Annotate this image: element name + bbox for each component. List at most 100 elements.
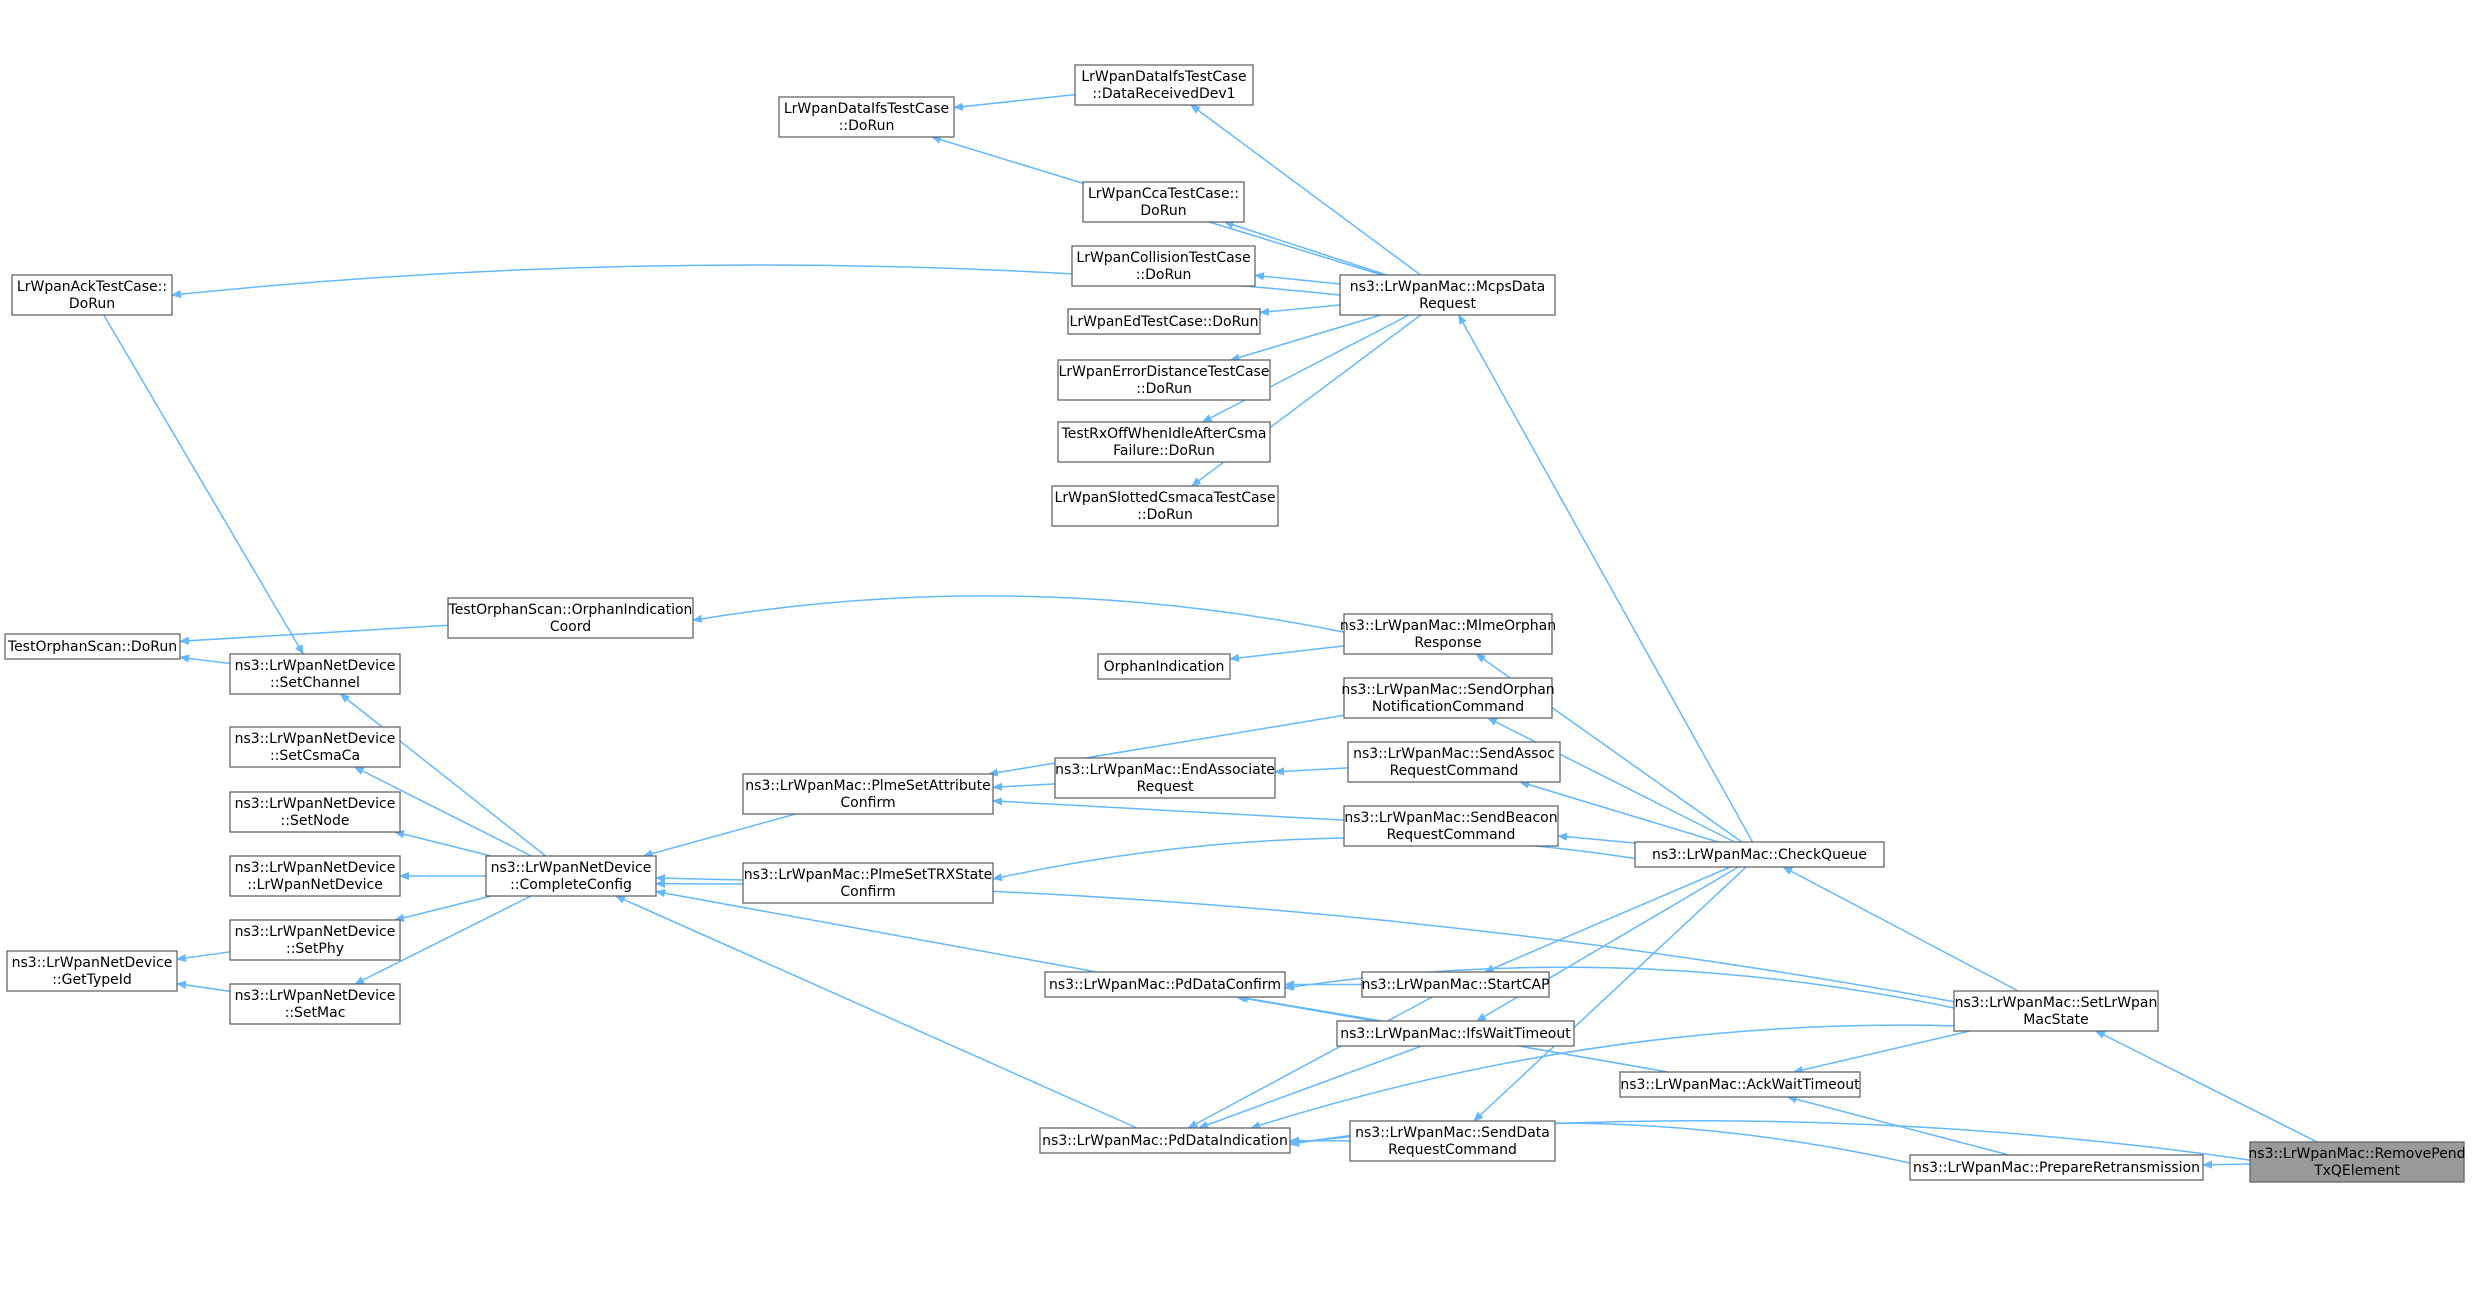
node-label: ns3::LrWpanMac::SendAssoc <box>1353 746 1555 762</box>
node-label: LrWpanDataIfsTestCase <box>784 101 949 117</box>
node-label: Request <box>1419 296 1476 312</box>
node-NetDeviceCtor[interactable]: ns3::LrWpanNetDevice::LrWpanNetDevice <box>229 855 401 897</box>
node-label: LrWpanCcaTestCase:: <box>1088 186 1239 202</box>
edge-StartCAP-to-PdDataIndication <box>1188 996 1433 1129</box>
edge-SetChannel-to-OrphanScanDoRun <box>180 657 231 665</box>
node-label: RequestCommand <box>1390 763 1519 779</box>
edge-McpsDataRequest-to-EdDoRun <box>1260 304 1341 312</box>
edge-AckTestDoRun-to-SetChannel <box>103 314 304 654</box>
node-box <box>1343 613 1553 655</box>
edge-McpsDataRequest-to-DataIfsRecv <box>1191 105 1421 276</box>
node-label: ::SetPhy <box>286 941 344 957</box>
node-CheckQueue[interactable]: ns3::LrWpanMac::CheckQueue <box>1634 841 1885 868</box>
node-CollisionDoRun[interactable]: LrWpanCollisionTestCase::DoRun <box>1071 245 1256 287</box>
node-SetMac[interactable]: ns3::LrWpanNetDevice::SetMac <box>229 983 401 1025</box>
edge-CheckQueue-to-SendBeaconReq <box>1558 836 1636 844</box>
node-box <box>229 983 401 1025</box>
node-PdDataIndication[interactable]: ns3::LrWpanMac::PdDataIndication <box>1039 1127 1291 1154</box>
edge-McpsDataRequest-to-SlottedDoRun <box>1192 314 1422 486</box>
node-OrphanScanDoRun[interactable]: TestOrphanScan::DoRun <box>4 633 181 660</box>
node-PdDataConfirm[interactable]: ns3::LrWpanMac::PdDataConfirm <box>1044 971 1286 998</box>
node-box <box>2249 1141 2465 1183</box>
node-box <box>1067 308 1261 335</box>
node-PrepareRetrans[interactable]: ns3::LrWpanMac::PrepareRetransmission <box>1909 1154 2204 1181</box>
node-label: LrWpanDataIfsTestCase <box>1081 69 1246 85</box>
node-label: ns3::LrWpanNetDevice <box>491 860 652 876</box>
edge-SetMac-to-GetTypeId <box>177 984 231 993</box>
node-box <box>229 653 401 695</box>
node-label: ns3::LrWpanMac::StartCAP <box>1361 977 1549 993</box>
node-box <box>1044 971 1286 998</box>
node-label: ns3::LrWpanMac::MlmeOrphan <box>1340 618 1556 634</box>
node-SetPhy[interactable]: ns3::LrWpanNetDevice::SetPhy <box>229 919 401 961</box>
node-AckWaitTimeout[interactable]: ns3::LrWpanMac::AckWaitTimeout <box>1619 1071 1861 1098</box>
edge-PdDataConfirm-to-CompleteConfig <box>656 892 1097 973</box>
node-label: ns3::LrWpanMac::PrepareRetransmission <box>1913 1160 2200 1176</box>
node-OrphanIndication[interactable]: OrphanIndication <box>1097 653 1231 680</box>
node-label: ns3::LrWpanMac::IfsWaitTimeout <box>1340 1026 1571 1042</box>
node-DataIfsDoRun[interactable]: LrWpanDataIfsTestCase::DoRun <box>778 96 955 138</box>
edge-OrphanIndCoord-to-OrphanScanDoRun <box>180 624 449 641</box>
node-label: OrphanIndication <box>1104 659 1225 675</box>
node-EdDoRun[interactable]: LrWpanEdTestCase::DoRun <box>1067 308 1261 335</box>
node-SlottedDoRun[interactable]: LrWpanSlottedCsmacaTestCase::DoRun <box>1051 485 1279 527</box>
node-box <box>229 855 401 897</box>
edge-SendAssocReq-to-EndAssocReq <box>1275 767 1349 772</box>
node-box <box>742 773 994 815</box>
nodes-layer: LrWpanAckTestCase::DoRun LrWpanDataIfsTes… <box>4 64 2466 1183</box>
node-DataIfsRecv[interactable]: LrWpanDataIfsTestCase::DataReceivedDev1 <box>1074 64 1254 106</box>
edge-RemovePendTxQElement-to-PrepareRetrans <box>2203 1164 2251 1165</box>
node-box <box>1097 653 1231 680</box>
node-box <box>1909 1154 2204 1181</box>
node-AckTestDoRun[interactable]: LrWpanAckTestCase::DoRun <box>11 274 173 316</box>
node-label: TestRxOffWhenIdleAfterCsma <box>1061 426 1267 442</box>
node-box <box>778 96 955 138</box>
node-label: ::CompleteConfig <box>510 877 632 893</box>
node-SendOrphanNotif[interactable]: ns3::LrWpanMac::SendOrphanNotificationCo… <box>1341 677 1555 719</box>
edge-SetPhy-to-GetTypeId <box>177 951 231 959</box>
node-box <box>229 726 401 768</box>
node-box <box>1054 757 1276 799</box>
node-label: ns3::LrWpanMac::McpsData <box>1350 279 1545 295</box>
node-box <box>1343 677 1553 719</box>
node-label: Confirm <box>840 884 895 900</box>
node-label: ns3::LrWpanMac::SendBeacon <box>1344 810 1557 826</box>
edge-CompleteConfig-to-SetMac <box>355 895 532 985</box>
node-CompleteConfig[interactable]: ns3::LrWpanNetDevice::CompleteConfig <box>485 855 657 897</box>
node-label: ::DoRun <box>1136 267 1192 283</box>
node-label: ::LrWpanNetDevice <box>247 877 383 893</box>
node-ErrDistDoRun[interactable]: LrWpanErrorDistanceTestCase::DoRun <box>1057 359 1271 401</box>
node-GetTypeId[interactable]: ns3::LrWpanNetDevice::GetTypeId <box>6 950 178 992</box>
node-StartCAP[interactable]: ns3::LrWpanMac::StartCAP <box>1361 971 1550 998</box>
node-CcaDoRun[interactable]: LrWpanCcaTestCase::DoRun <box>1082 181 1245 223</box>
edge-SetLrWpanMacState-to-PdDataIndication <box>1251 1024 1955 1128</box>
node-label: DoRun <box>69 296 115 312</box>
edge-CheckQueue-to-SendOrphanNotif <box>1488 717 1735 843</box>
edge-CheckQueue-to-SendAssocReq <box>1520 782 1719 843</box>
node-label: LrWpanSlottedCsmacaTestCase <box>1055 490 1276 506</box>
edge-McpsDataRequest-to-ErrDistDoRun <box>1231 314 1382 360</box>
node-label: Request <box>1137 779 1194 795</box>
node-label: ns3::LrWpanNetDevice <box>12 955 173 971</box>
node-box <box>1343 805 1559 847</box>
node-IfsWaitTimeout[interactable]: ns3::LrWpanMac::IfsWaitTimeout <box>1336 1020 1575 1047</box>
node-SetChannel[interactable]: ns3::LrWpanNetDevice::SetChannel <box>229 653 401 695</box>
node-box <box>1347 741 1561 783</box>
node-SetNode[interactable]: ns3::LrWpanNetDevice::SetNode <box>229 791 401 833</box>
node-label: ns3::LrWpanMac::PlmeSetTRXState <box>744 867 993 883</box>
node-SetCsmaCa[interactable]: ns3::LrWpanNetDevice::SetCsmaCa <box>229 726 401 768</box>
node-label: ns3::LrWpanNetDevice <box>235 988 396 1004</box>
edge-SetLrWpanMacState-to-AckWaitTimeout <box>1794 1030 1971 1072</box>
